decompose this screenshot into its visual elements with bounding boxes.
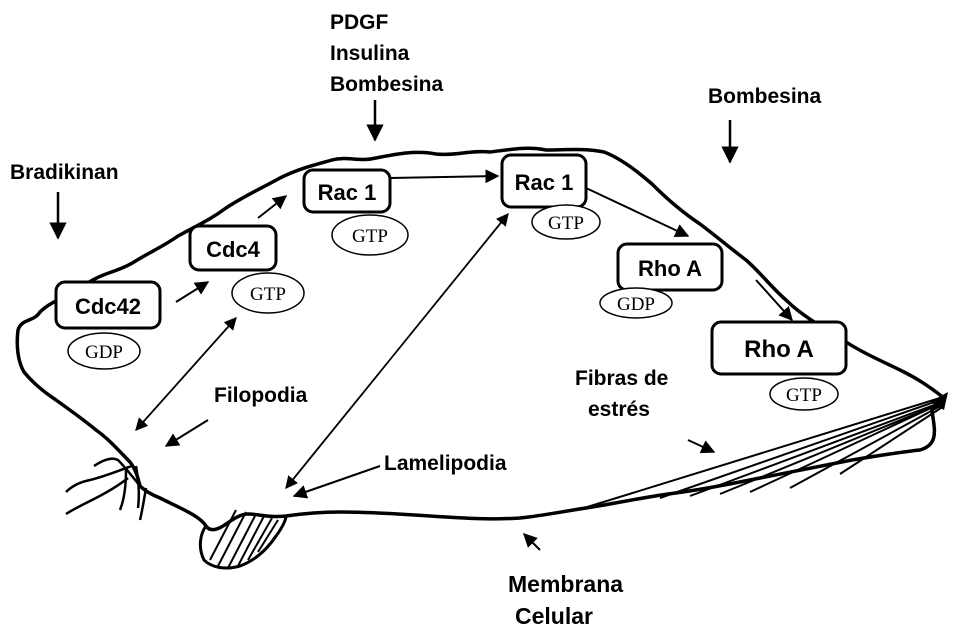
arrow-cdc4-to-rac1 bbox=[258, 196, 286, 218]
nucleotide-rhoa-second: GTP bbox=[770, 378, 838, 410]
node-cdc42: Cdc42 bbox=[56, 282, 160, 328]
arrow-fibras-label bbox=[688, 440, 714, 452]
node-label: Rac 1 bbox=[515, 170, 574, 195]
nucleotide-cdc4: GTP bbox=[232, 273, 304, 313]
arrow-lamelipodia-label bbox=[294, 466, 380, 496]
nucleotide-label: GTP bbox=[250, 284, 286, 305]
node-label: Cdc42 bbox=[75, 294, 141, 319]
signal-left-label: Bradikinan bbox=[10, 161, 119, 184]
arrow-filopodia-label bbox=[166, 420, 208, 446]
nucleotide-rhoa-first: GDP bbox=[600, 288, 672, 318]
membrana-label-line1: Membrana bbox=[508, 571, 623, 597]
arrow-membrana-label bbox=[524, 534, 540, 550]
arrow-cdc42-to-cdc4 bbox=[176, 282, 208, 302]
node-rhoa-first: Rho A bbox=[618, 244, 722, 290]
nucleotide-label: GDP bbox=[617, 294, 655, 315]
node-rac1-first: Rac 1 bbox=[304, 170, 390, 212]
node-label: Rho A bbox=[638, 256, 702, 281]
nucleotide-rac1-second: GTP bbox=[532, 205, 600, 239]
arrow-rac1-to-rhoa bbox=[586, 188, 688, 236]
arrow-rac1-to-rac1 bbox=[390, 176, 498, 178]
node-rac1-second: Rac 1 bbox=[502, 155, 586, 207]
filopodia-label: Filopodia bbox=[214, 384, 308, 407]
signal-right-label: Bombesina bbox=[708, 85, 822, 108]
nucleotide-cdc42: GDP bbox=[68, 333, 140, 369]
nucleotide-label: GDP bbox=[85, 342, 123, 363]
node-label: Rho A bbox=[744, 336, 814, 363]
lamelipodia-protrusion bbox=[200, 510, 286, 568]
signal-top-line2: Insulina bbox=[330, 42, 410, 65]
nucleotide-rac1-first: GTP bbox=[332, 215, 408, 255]
lamelipodia-label: Lamelipodia bbox=[384, 452, 507, 475]
signal-top-line3: Bombesina bbox=[330, 73, 444, 96]
arrow-rac1-to-lamelipodia bbox=[286, 214, 508, 488]
nucleotide-label: GTP bbox=[352, 226, 388, 247]
node-rhoa-second: Rho A bbox=[712, 322, 846, 374]
node-label: Rac 1 bbox=[318, 180, 377, 205]
fibras-label-line1: Fibras de bbox=[575, 367, 668, 390]
membrana-label-line2: Celular bbox=[515, 603, 593, 629]
arrow-cdc4-to-filopodia bbox=[136, 318, 236, 430]
node-label: Cdc4 bbox=[206, 237, 261, 262]
fibras-label-line2: estrés bbox=[588, 398, 650, 421]
nucleotide-label: GTP bbox=[548, 213, 584, 234]
node-cdc4: Cdc4 bbox=[190, 226, 276, 270]
nucleotide-label: GTP bbox=[786, 385, 822, 406]
signal-top-line1: PDGF bbox=[330, 11, 389, 34]
signal-top-label: PDGF Insulina Bombesina bbox=[330, 11, 444, 96]
